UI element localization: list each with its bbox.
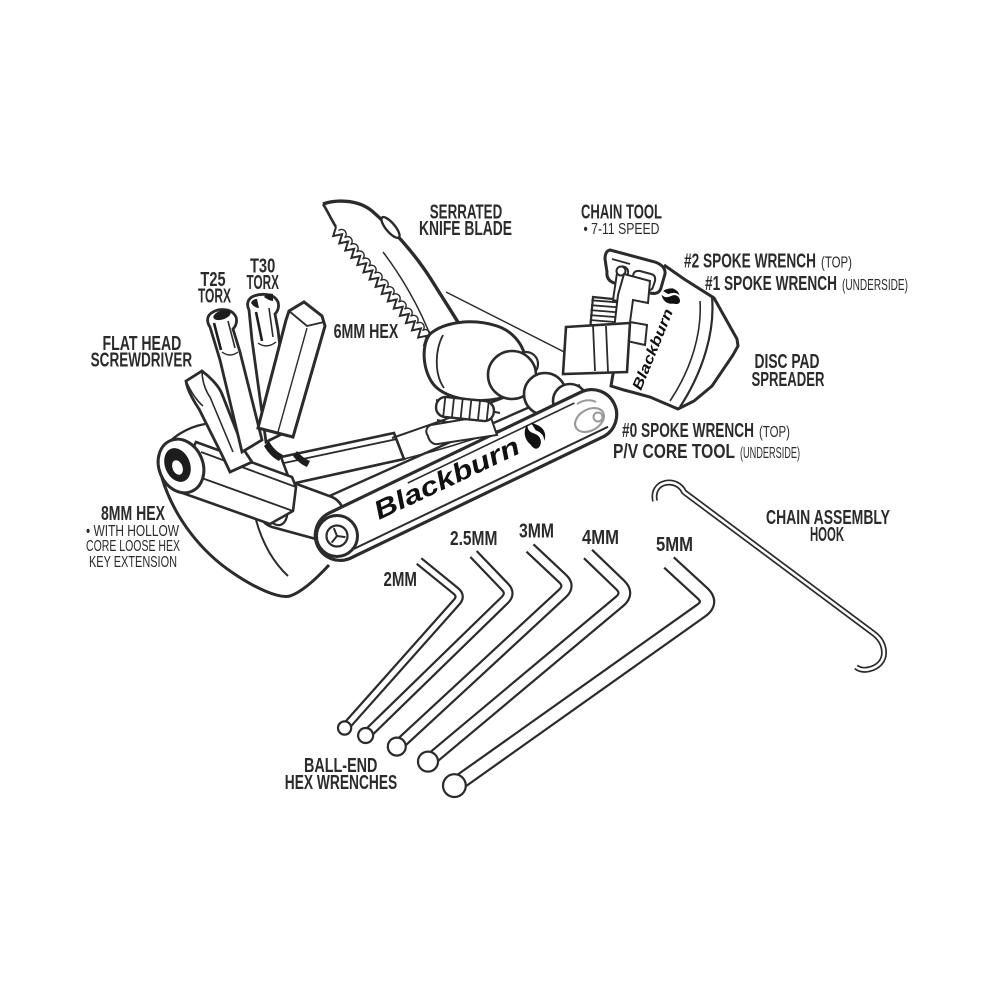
svg-text:FLAT HEAD: FLAT HEAD [103, 333, 182, 355]
svg-text:CHAIN ASSEMBLY: CHAIN ASSEMBLY [766, 507, 890, 529]
svg-text:• 7-11 SPEED: • 7-11 SPEED [584, 221, 660, 238]
svg-text:#0 SPOKE WRENCH: #0 SPOKE WRENCH [622, 420, 754, 442]
svg-text:SERRATED: SERRATED [430, 202, 503, 224]
svg-text:#2 SPOKE WRENCH: #2 SPOKE WRENCH [684, 251, 816, 273]
svg-text:BALL-END: BALL-END [304, 755, 378, 777]
svg-text:T25: T25 [200, 269, 225, 291]
svg-text:• WITH HOLLOW: • WITH HOLLOW [86, 523, 179, 540]
svg-text:T30: T30 [250, 255, 275, 277]
svg-text:2MM: 2MM [383, 569, 417, 591]
svg-text:(TOP): (TOP) [759, 424, 790, 441]
svg-text:TORX: TORX [247, 272, 280, 294]
svg-text:2.5MM: 2.5MM [450, 528, 498, 550]
svg-text:4MM: 4MM [582, 527, 619, 549]
svg-text:DISC PAD: DISC PAD [755, 351, 820, 373]
svg-text:P/V CORE TOOL: P/V CORE TOOL [613, 441, 735, 463]
svg-text:(UNDERSIDE): (UNDERSIDE) [740, 445, 800, 462]
svg-text:KNIFE BLADE: KNIFE BLADE [419, 218, 512, 240]
svg-text:CORE LOOSE HEX: CORE LOOSE HEX [86, 538, 180, 555]
svg-text:SPREADER: SPREADER [752, 369, 825, 391]
svg-text:HOOK: HOOK [810, 524, 844, 546]
svg-text:TORX: TORX [198, 286, 231, 308]
svg-text:KEY EXTENSION: KEY EXTENSION [89, 554, 177, 571]
svg-text:HEX WRENCHES: HEX WRENCHES [285, 772, 398, 794]
svg-text:8MM HEX: 8MM HEX [101, 503, 165, 525]
svg-text:(UNDERSIDE): (UNDERSIDE) [842, 277, 908, 294]
svg-text:SCREWDRIVER: SCREWDRIVER [91, 349, 193, 371]
svg-text:CHAIN TOOL: CHAIN TOOL [581, 202, 662, 224]
svg-text:3MM: 3MM [519, 521, 554, 543]
svg-text:(TOP): (TOP) [821, 255, 852, 272]
svg-text:#1 SPOKE WRENCH: #1 SPOKE WRENCH [705, 273, 837, 295]
svg-text:6MM HEX: 6MM HEX [334, 321, 399, 343]
svg-text:5MM: 5MM [656, 534, 693, 556]
